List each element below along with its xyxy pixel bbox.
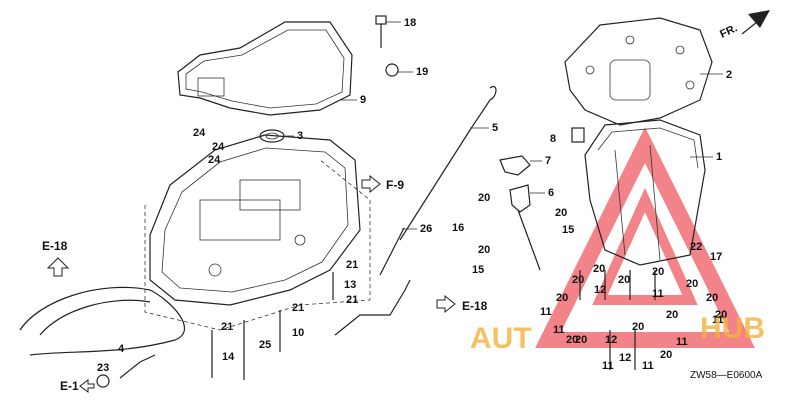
ref-f9[interactable]: F-9 — [386, 178, 404, 192]
svg-text:11: 11 — [676, 336, 688, 348]
svg-text:20: 20 — [478, 244, 490, 256]
svg-text:21: 21 — [292, 302, 304, 314]
bolt-part-18 — [375, 15, 387, 48]
callout-9: 9 — [360, 94, 366, 106]
callout-7: 7 — [545, 155, 551, 167]
plug-part-8 — [571, 127, 585, 143]
callout-10: 10 — [292, 327, 304, 339]
svg-text:20: 20 — [555, 207, 567, 219]
callout-5: 5 — [492, 122, 498, 134]
svg-text:12: 12 — [619, 352, 631, 364]
ref-arrow-f9 — [361, 174, 381, 194]
svg-text:20: 20 — [575, 334, 587, 346]
main-housing — [149, 134, 361, 306]
bracket-part-6 — [509, 184, 541, 271]
callout-12: 12 — [594, 284, 606, 296]
direction-marker: FR. — [718, 22, 739, 40]
svg-text:21: 21 — [221, 321, 233, 333]
plate-part-7 — [499, 155, 531, 176]
pipe-part-4 — [96, 354, 156, 388]
watermark-text-right: HUB — [700, 312, 765, 345]
ref-e18-left[interactable]: E-18 — [42, 239, 68, 253]
drawing-code: ZW58—E0600A — [690, 370, 763, 381]
ref-arrow-e1 — [79, 379, 95, 393]
callout-8: 8 — [550, 133, 556, 145]
callout-11: 11 — [540, 306, 552, 318]
svg-text:21: 21 — [346, 294, 358, 306]
bolt-cluster — [579, 270, 656, 370]
gasket-part-9 — [177, 21, 353, 116]
callout-16: 16 — [452, 222, 464, 234]
callout-24: 24 — [193, 127, 206, 139]
svg-text:11: 11 — [652, 288, 664, 300]
svg-text:11: 11 — [602, 360, 614, 372]
watermark-text-left: AUT — [470, 322, 532, 355]
bolt-part-19 — [385, 63, 399, 77]
callout-25: 25 — [259, 339, 271, 351]
svg-text:20: 20 — [556, 292, 568, 304]
svg-text:20: 20 — [686, 278, 698, 290]
svg-text:11: 11 — [712, 314, 724, 326]
callout-4: 4 — [118, 343, 125, 355]
callout-1: 1 — [716, 151, 722, 163]
hose-left — [19, 286, 186, 356]
callout-19: 19 — [416, 66, 428, 78]
hose-center — [334, 279, 411, 336]
callout-21: 21 — [346, 259, 358, 271]
callout-23: 23 — [97, 362, 109, 374]
callout-13: 13 — [344, 279, 356, 291]
oil-pan-part-1 — [584, 119, 706, 266]
svg-text:11: 11 — [553, 324, 565, 336]
callout-14: 14 — [222, 351, 235, 363]
svg-text:20: 20 — [566, 334, 578, 346]
svg-text:20: 20 — [660, 349, 672, 361]
svg-text:20: 20 — [593, 263, 605, 275]
seal-part-3 — [259, 129, 285, 143]
callout-15: 15 — [472, 264, 484, 276]
callout-3: 3 — [297, 130, 303, 142]
ref-arrow-e18-right — [436, 294, 456, 314]
callout-2: 2 — [726, 69, 732, 81]
callout-20: 20 — [478, 192, 490, 204]
svg-text:11: 11 — [642, 360, 654, 372]
ref-e1[interactable]: E-1 — [60, 379, 79, 393]
callout-17: 17 — [710, 251, 722, 263]
svg-text:20: 20 — [666, 309, 678, 321]
svg-text:20: 20 — [652, 266, 664, 278]
callout-22: 22 — [690, 241, 702, 253]
dipstick-part-5 — [379, 86, 497, 276]
watermark-logo — [535, 127, 755, 348]
repeated-callouts: 24 24 20 20 20 15 20 20 20 20 20 20 20 1… — [208, 141, 727, 372]
svg-text:24: 24 — [208, 154, 221, 166]
callout-26: 26 — [420, 223, 432, 235]
svg-text:24: 24 — [212, 141, 225, 153]
callout-18: 18 — [404, 17, 416, 29]
plate-part-2 — [564, 17, 713, 126]
ref-e18-right[interactable]: E-18 — [462, 299, 488, 313]
svg-text:15: 15 — [562, 224, 574, 236]
svg-text:20: 20 — [572, 274, 584, 286]
svg-text:20: 20 — [618, 274, 630, 286]
svg-text:12: 12 — [605, 334, 617, 346]
svg-text:20: 20 — [715, 309, 727, 321]
ref-arrow-e18-left — [46, 257, 70, 277]
svg-text:20: 20 — [632, 321, 644, 333]
callout-6: 6 — [548, 187, 554, 199]
svg-text:20: 20 — [706, 292, 718, 304]
fr-arrow — [741, 10, 770, 35]
